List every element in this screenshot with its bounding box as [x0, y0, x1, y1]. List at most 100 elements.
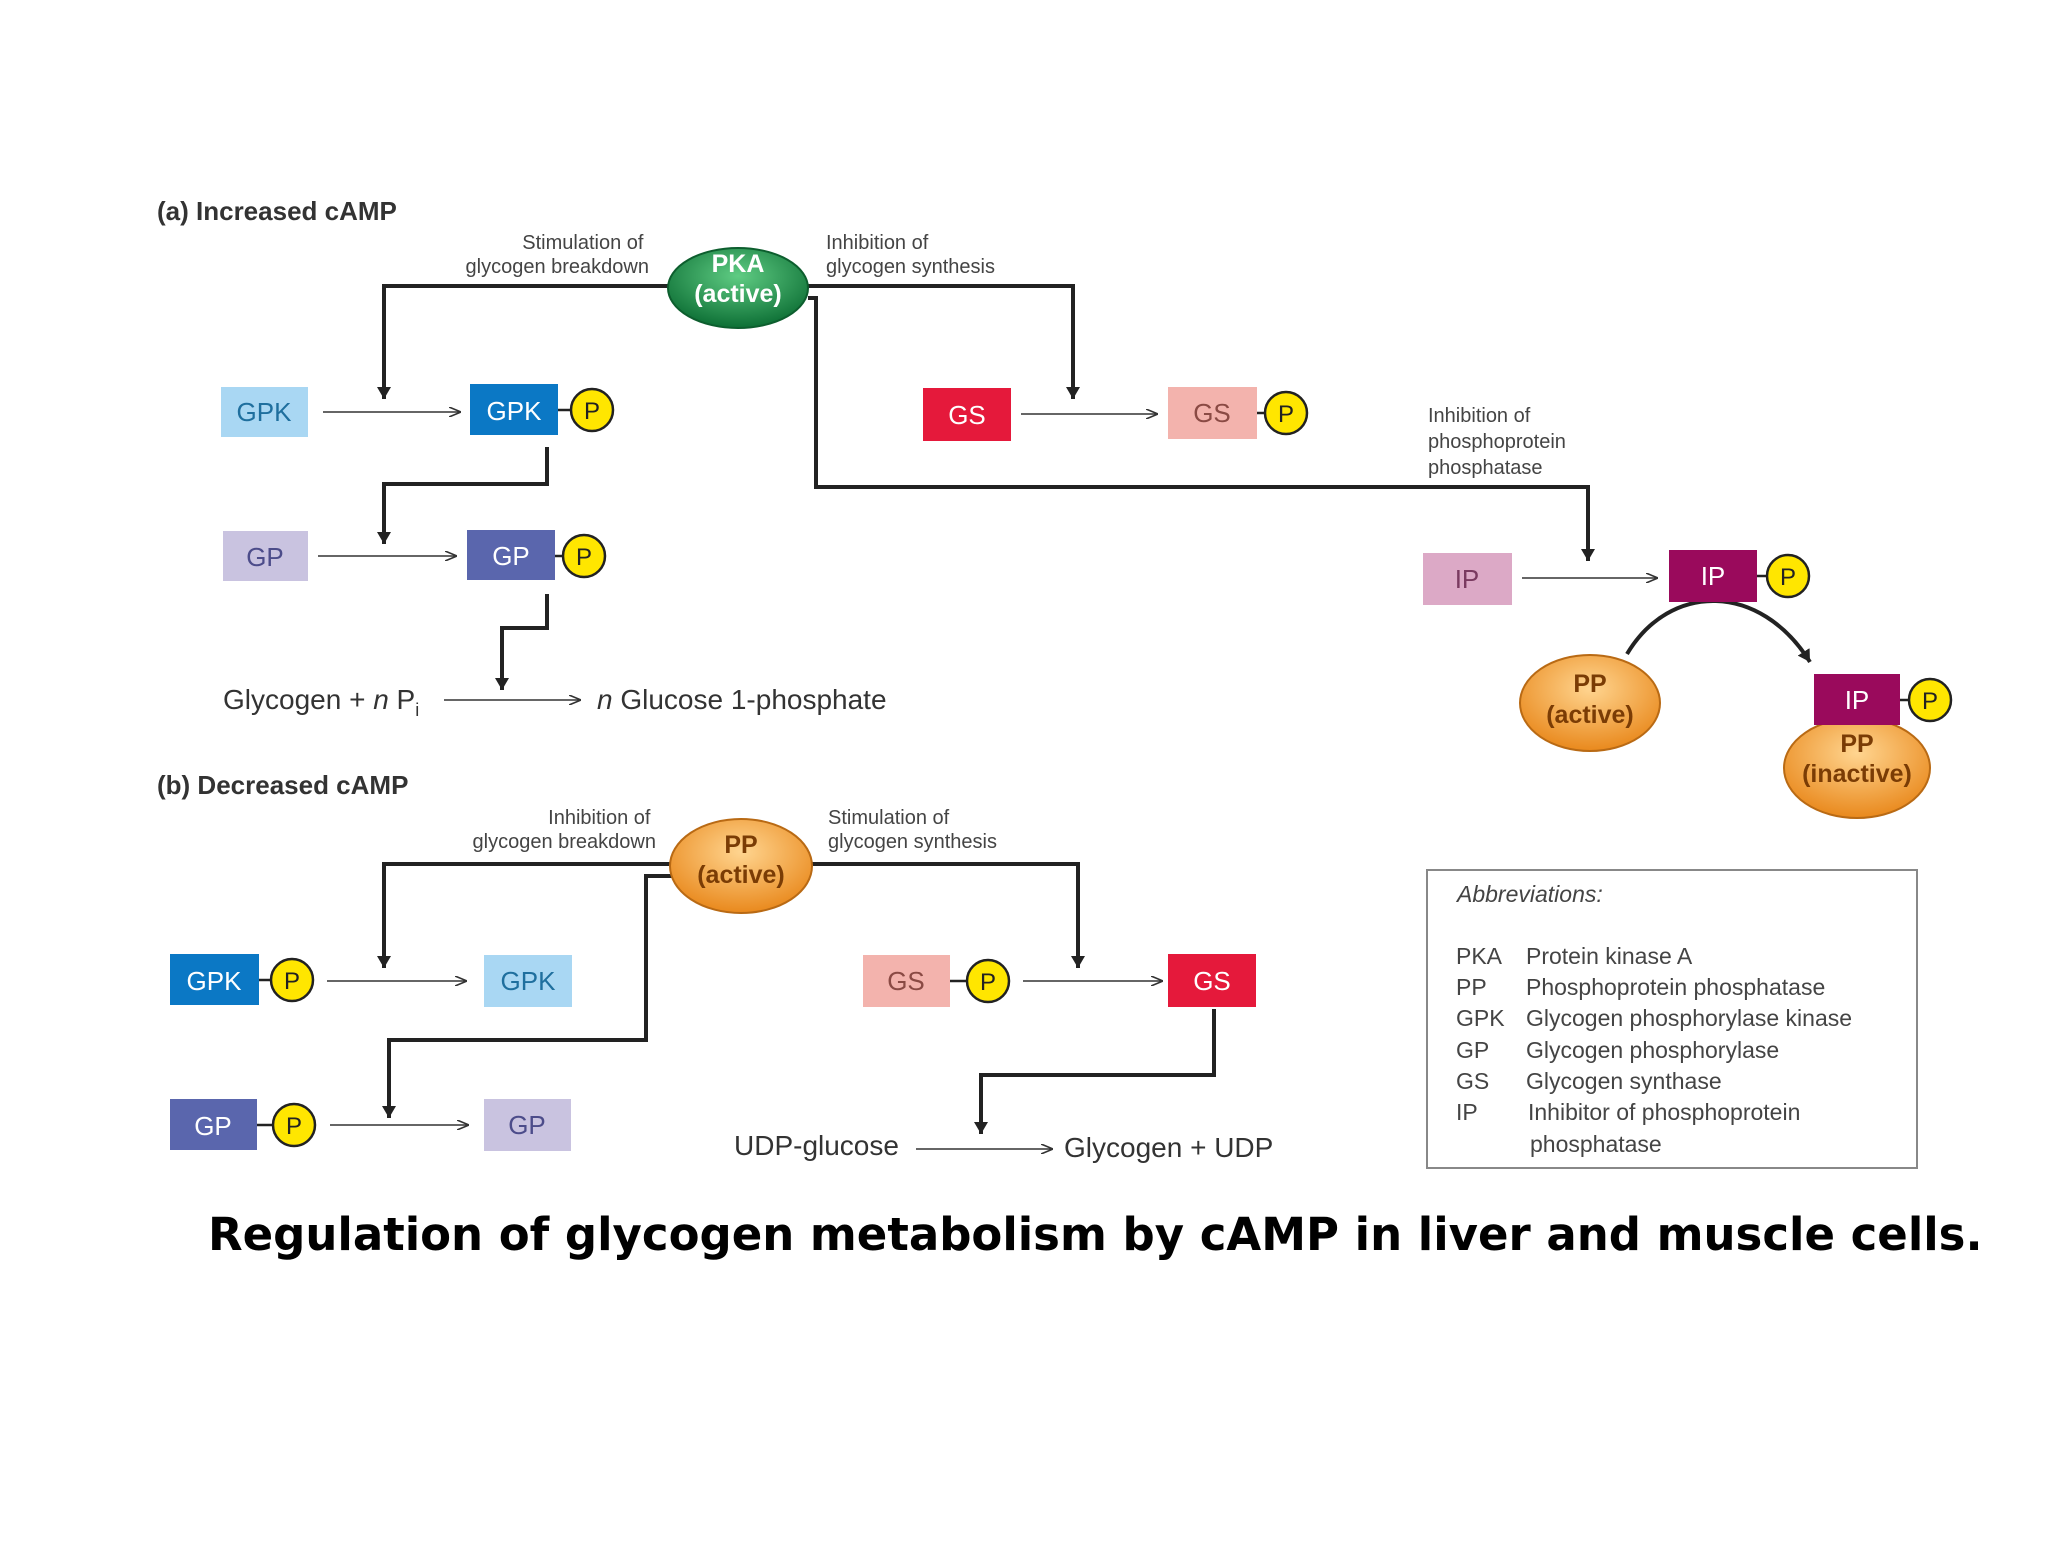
svg-text:P: P [980, 969, 996, 996]
label-inhibition-phosphatase: Inhibition of phosphoprotein phosphatase [1428, 405, 1571, 479]
gp-dephosphorylated-box-b: GP [484, 1099, 571, 1151]
glycogen-udp-label: Glycogen + UDP [1064, 1132, 1273, 1163]
gs-active-box: GS [923, 388, 1011, 441]
gs-phosphorylated-box-b: GS P [863, 955, 1011, 1007]
abbreviations-list: PKA Protein kinase A PP Phosphoprotein p… [1456, 943, 1852, 1157]
pka-label: PKA [712, 250, 765, 278]
pp-inactive-complex: IP P PP (inactive) [1783, 674, 1953, 819]
abbr-gp: GP [1456, 1037, 1489, 1063]
connector-gp-to-glycogen [495, 594, 549, 690]
pka-state: (active) [694, 280, 782, 308]
panel-b-title: (b) Decreased cAMP [157, 770, 408, 800]
svg-text:GPK: GPK [501, 966, 557, 996]
ip-phosphorylated-box: IP P [1669, 550, 1811, 602]
svg-text:P: P [284, 968, 300, 995]
phosphate-icon [269, 957, 315, 1003]
svg-text:P: P [1922, 688, 1938, 715]
svg-text:IP: IP [1845, 685, 1870, 715]
glycogen-breakdown-substrate: Glycogen + n Pi [223, 684, 419, 720]
gpk-phosphorylated-box-b: GPK P [170, 954, 315, 1005]
panel-a-connectors [377, 284, 1812, 690]
abbreviations-box: Abbreviations: PKA Protein kinase A PP P… [1426, 869, 1918, 1169]
udp-glucose-label: UDP-glucose [734, 1130, 899, 1161]
connector-pp-inhibition-arc [1625, 599, 1812, 664]
phosphate-icon [1263, 390, 1309, 436]
connector-gpk-to-gp [377, 447, 549, 544]
gp-inactive-box: GP [223, 531, 308, 581]
connector-pka-to-gpk [377, 284, 670, 399]
svg-text:PP: PP [724, 831, 757, 859]
phosphate-icon [1765, 553, 1811, 599]
connector-pp-to-gpk [377, 862, 673, 968]
svg-text:IP: IP [1455, 564, 1480, 594]
svg-text:GP: GP [508, 1110, 546, 1140]
abbr-gp-def: Glycogen phosphorylase [1526, 1037, 1779, 1063]
figure-caption: Regulation of glycogen metabolism by cAM… [208, 1208, 1983, 1261]
svg-text:P: P [1780, 564, 1796, 591]
gpk-dephosphorylated-box-b: GPK [484, 955, 572, 1007]
panel-b-reactions [327, 981, 1162, 1149]
gp-phosphorylated-box: GP P [467, 530, 607, 580]
pka-active-node: PKA (active) [667, 247, 809, 329]
svg-text:P: P [584, 398, 600, 425]
phosphate-icon [1907, 677, 1953, 723]
glycogen-breakdown-product: n Glucose 1-phosphate [597, 684, 887, 715]
abbr-gs-def: Glycogen synthase [1526, 1068, 1722, 1094]
abbr-pka-def: Protein kinase A [1526, 943, 1693, 969]
abbr-ip-def: Inhibitor of phosphoprotein [1528, 1099, 1800, 1125]
label-inhibition-synthesis: Inhibition of glycogen synthesis [826, 232, 995, 278]
svg-text:GPK: GPK [237, 397, 293, 427]
label-stimulation-breakdown: Stimulation of glycogen breakdown [466, 232, 649, 278]
panel-b-connectors [377, 862, 1216, 1134]
svg-text:PP: PP [1573, 670, 1606, 698]
phosphate-icon [965, 958, 1011, 1004]
connector-pp-to-gp [382, 874, 676, 1118]
abbr-gpk-def: Glycogen phosphorylase kinase [1526, 1005, 1852, 1031]
svg-text:GPK: GPK [487, 396, 543, 426]
connector-pka-to-gs [808, 284, 1080, 399]
svg-text:GPK: GPK [187, 966, 243, 996]
phosphate-icon [569, 387, 615, 433]
abbr-gs: GS [1456, 1068, 1489, 1094]
svg-text:P: P [576, 544, 592, 571]
pp-active-node: PP (active) [1519, 654, 1661, 752]
abbr-ip-def-continued: phosphatase [1530, 1131, 1662, 1157]
svg-text:PP: PP [1840, 730, 1873, 758]
label-stimulation-synthesis: Stimulation of glycogen synthesis [828, 807, 997, 853]
abbreviations-title: Abbreviations: [1455, 881, 1603, 907]
svg-text:GP: GP [246, 542, 284, 572]
label-inhibition-breakdown: Inhibition of glycogen breakdown [473, 807, 656, 853]
svg-text:GS: GS [887, 966, 925, 996]
svg-text:GS: GS [1193, 966, 1231, 996]
gs-active-box-b: GS [1168, 954, 1256, 1007]
phosphate-icon [561, 533, 607, 579]
pp-active-node-b: PP (active) [669, 818, 813, 914]
svg-text:IP: IP [1701, 561, 1726, 591]
panel-a-title: (a) Increased cAMP [157, 196, 397, 226]
panel-a-reactions [318, 412, 1657, 700]
gs-phosphorylated-box: GS P [1168, 387, 1309, 439]
gpk-phosphorylated-box: GPK P [470, 384, 615, 435]
ip-inactive-box: IP [1423, 553, 1512, 605]
svg-text:(inactive): (inactive) [1802, 760, 1912, 788]
svg-text:GP: GP [194, 1111, 232, 1141]
abbr-ip: IP [1456, 1099, 1478, 1125]
svg-text:GS: GS [948, 400, 986, 430]
abbr-pp: PP [1456, 974, 1487, 1000]
svg-text:P: P [286, 1113, 302, 1140]
connector-gs-to-glycogen [974, 1009, 1216, 1134]
abbr-pka: PKA [1456, 943, 1503, 969]
gpk-inactive-box: GPK [221, 387, 308, 437]
connector-pka-to-ip [808, 296, 1595, 561]
svg-text:(active): (active) [697, 861, 785, 889]
svg-text:(active): (active) [1546, 701, 1634, 729]
connector-pp-to-gs [810, 862, 1085, 968]
gp-phosphorylated-box-b: GP P [170, 1099, 317, 1150]
abbr-pp-def: Phosphoprotein phosphatase [1526, 974, 1825, 1000]
phosphate-icon [271, 1102, 317, 1148]
svg-text:GS: GS [1193, 398, 1231, 428]
svg-text:GP: GP [492, 541, 530, 571]
svg-text:P: P [1278, 401, 1294, 428]
